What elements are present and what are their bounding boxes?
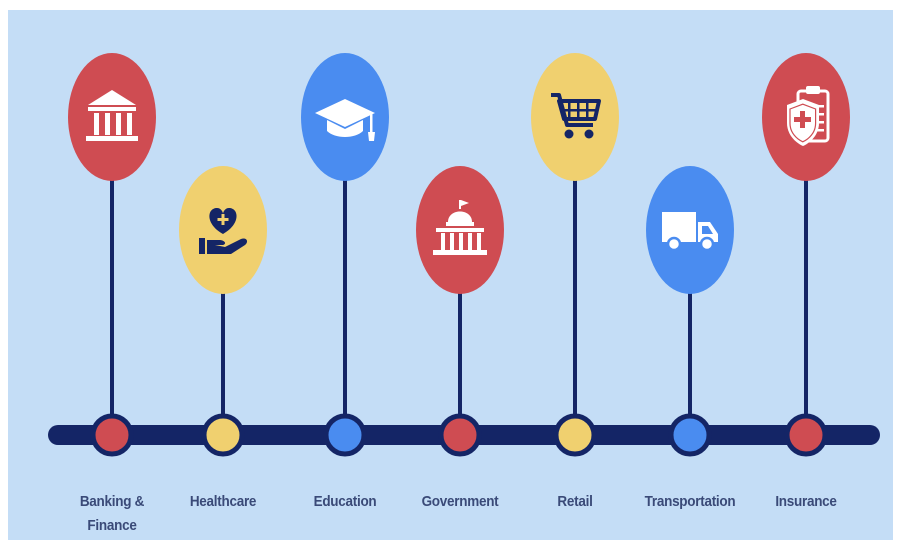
sector-label: Retail (526, 490, 625, 514)
sector-label: Education (296, 490, 395, 514)
timeline-node (668, 413, 712, 457)
timeline-node (90, 413, 134, 457)
graduation-cap-icon (315, 99, 375, 141)
sector-label: Transportation (641, 490, 740, 514)
timeline-node (201, 413, 245, 457)
heart-hand-icon (199, 208, 248, 254)
sector-label: Healthcare (174, 490, 273, 514)
sector-timeline (48, 53, 880, 457)
sector-label: Government (411, 490, 510, 514)
shopping-cart-icon (551, 93, 601, 139)
sector-circle (68, 53, 156, 181)
sector-label-line: Banking & (79, 493, 145, 510)
timeline-node (323, 413, 367, 457)
sector-label: Insurance (757, 490, 856, 514)
diagram-panel: Banking & Finance Healthcare Education Gover… (8, 10, 893, 540)
timeline-node (553, 413, 597, 457)
sector-label-line: Healthcare (189, 493, 257, 510)
sector-label: Banking & Finance (63, 490, 162, 538)
government-building-icon (433, 200, 487, 255)
sector-label-line: Finance (87, 517, 137, 534)
timeline-node (438, 413, 482, 457)
sector-label-line: Insurance (775, 493, 837, 510)
sector-label-line: Government (421, 493, 499, 510)
timeline-node (784, 413, 828, 457)
insurance-clipboard-icon (787, 86, 830, 146)
sector-label-line: Education (313, 493, 377, 510)
sector-label-line: Transportation (644, 493, 736, 510)
sector-label-line: Retail (557, 493, 593, 510)
truck-icon (662, 212, 718, 252)
bank-icon (86, 90, 138, 141)
